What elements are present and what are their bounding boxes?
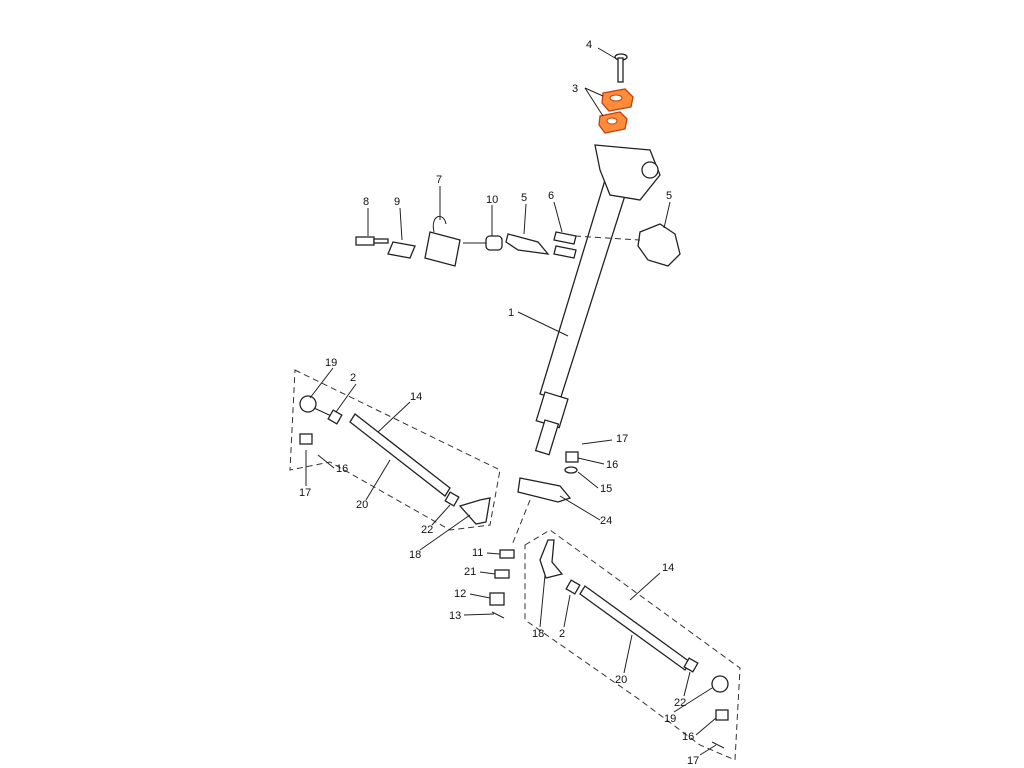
assembly-line — [511, 499, 531, 546]
callout-6: 6 — [548, 190, 554, 202]
callout-19-lower: 19 — [664, 713, 676, 725]
assembly-line — [574, 235, 641, 241]
tie-rod-upper[interactable] — [299, 395, 491, 525]
pitman-bracket-part-24[interactable] — [517, 477, 572, 503]
callout-17-lower: 17 — [687, 755, 699, 767]
callout-9: 9 — [394, 196, 400, 208]
leader-lines — [305, 47, 717, 756]
callout-7: 7 — [436, 174, 442, 186]
steering-column[interactable] — [534, 144, 661, 456]
callout-17: 17 — [299, 487, 311, 499]
callout-4: 4 — [586, 39, 592, 51]
callout-5: 5 — [521, 192, 527, 204]
callout-20: 20 — [356, 499, 368, 511]
callout-19: 19 — [325, 357, 337, 369]
callout-22-lower: 22 — [674, 697, 686, 709]
callout-21: 21 — [464, 566, 476, 578]
callout-8: 8 — [363, 196, 369, 208]
tie-rod-lower[interactable] — [539, 539, 729, 749]
tie-rod-box-lower — [524, 529, 741, 761]
callout-14-lower: 14 — [662, 562, 674, 574]
callout-2: 2 — [350, 372, 356, 384]
callout-1: 1 — [508, 307, 514, 319]
callout-22: 22 — [421, 524, 433, 536]
callout-2-lower: 2 — [559, 628, 565, 640]
mount-parts-row[interactable] — [355, 216, 577, 267]
callout-13: 13 — [449, 610, 461, 622]
callout-16-center: 16 — [606, 459, 618, 471]
tie-rod-box-upper — [289, 369, 501, 531]
callout-24: 24 — [600, 515, 612, 527]
callout-16-lower: 16 — [682, 731, 694, 743]
callout-18-lower: 18 — [532, 628, 544, 640]
clamp-part-3[interactable] — [598, 88, 634, 134]
callout-12: 12 — [454, 588, 466, 600]
nut-parts-center[interactable] — [489, 451, 579, 619]
callout-labels: 4 3 8 9 7 10 5 6 5 1 19 2 14 16 17 20 22… — [299, 39, 699, 767]
callout-14: 14 — [410, 391, 422, 403]
callout-16: 16 — [336, 463, 348, 475]
bracket-part-5-right[interactable] — [637, 223, 681, 267]
callout-18: 18 — [409, 549, 421, 561]
callout-5-right: 5 — [666, 190, 672, 202]
callout-15: 15 — [600, 483, 612, 495]
callout-20-lower: 20 — [615, 674, 627, 686]
bolt-part-4[interactable] — [614, 53, 628, 83]
callout-17-center: 17 — [616, 433, 628, 445]
callout-11: 11 — [472, 547, 483, 559]
callout-3: 3 — [572, 83, 578, 95]
callout-10: 10 — [486, 194, 498, 206]
